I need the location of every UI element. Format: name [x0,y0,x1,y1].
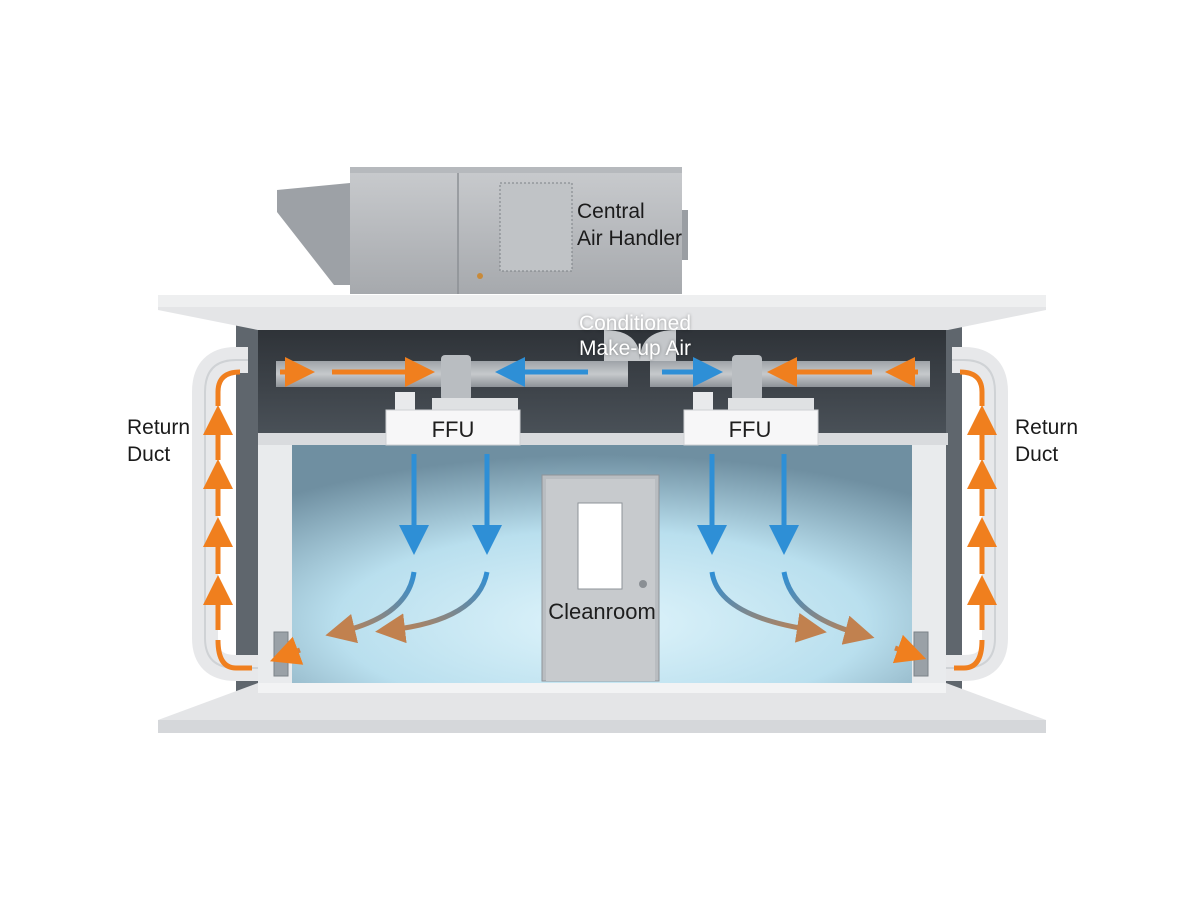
curve-right-1 [709,571,827,643]
air-handler-hood [277,183,350,285]
makeup-air-inlet [604,330,676,361]
air-handler-access-panel [499,182,573,272]
makeup-air-label-line2: Make-up Air [578,337,692,360]
into-right-grille [892,634,927,664]
door-handle[interactable] [639,580,647,588]
makeup-air-label: Conditioned Make-up Air [560,311,710,361]
curve-left-1 [325,571,417,644]
cleanroom-label: Cleanroom [548,599,656,624]
ffu-right [683,409,819,446]
makeup-air-label-line1: Conditioned [578,312,692,335]
return-duct-left-line2: Duct [127,443,171,466]
ffu-left-collar [441,355,471,401]
ffu-left [385,409,521,446]
curve-right-2 [781,571,875,645]
return-duct-right-line2: Duct [1015,443,1059,466]
return-duct-left-line1: Return [127,416,191,439]
return-duct-left-label: Return Duct [127,414,190,468]
return-duct-right-line1: Return [1015,416,1079,439]
air-handler-label: Central Air Handler [577,198,682,252]
right-return-grille [913,631,929,677]
curve-left-2 [375,571,490,644]
into-left-grille [269,636,304,665]
door-window [577,502,623,590]
ffu-left-label: FFU [431,417,475,442]
return-flow-left [215,639,252,671]
air-handler-label-line1: Central [577,200,645,223]
air-handler-label-line2: Air Handler [577,227,683,250]
right-exterior-wall [946,310,962,708]
ceiling-grid [258,433,948,445]
ffu-right-collar [732,355,762,401]
ffu-right-label: FFU [728,417,772,442]
return-duct-right-label: Return Duct [1015,414,1078,468]
return-flow-right [954,639,985,671]
left-exterior-wall [236,310,258,708]
